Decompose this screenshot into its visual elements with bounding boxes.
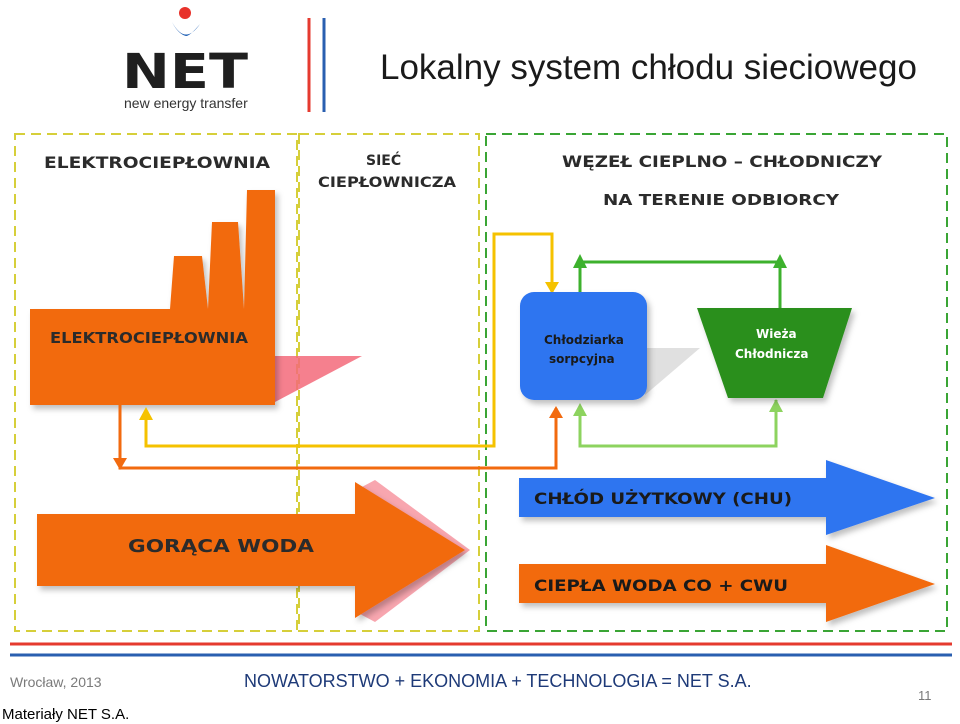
zone-node [485, 133, 948, 632]
logo-word: NET [122, 44, 248, 100]
footer-city-year: Wrocław, 2013 [10, 674, 102, 690]
hot-water-label: GORĄCA WODA [128, 536, 314, 557]
zone-node-title-line1: WĘZEŁ CIEPLNO – CHŁODNICZY [562, 152, 882, 171]
chiller-shadow [645, 348, 700, 395]
sorption-chiller [520, 292, 647, 400]
cooling-arrowhead-up-icon [573, 254, 587, 268]
zone-network-title-line1: SIEĆ [366, 151, 401, 169]
cooling-pipe-bottom [578, 400, 778, 448]
net-logo: NET new energy transfer [122, 7, 248, 111]
logo-dot-icon [179, 7, 191, 19]
page-number: 11 [918, 688, 932, 703]
logo-tagline: new energy transfer [124, 95, 248, 111]
page-title: Lokalny system chłodu sieciowego [380, 48, 917, 87]
zone-node-title-line2: NA TERENIE ODBIORCY [603, 191, 840, 209]
factory-icon [30, 190, 275, 405]
cold-arrow [519, 460, 935, 535]
cooling-arrowhead-up-2-icon [773, 254, 787, 268]
footer-copyright: Materiały NET S.A. [2, 706, 130, 723]
heat-arrow [519, 545, 935, 622]
supply-arrowhead-up-icon [139, 407, 153, 420]
supply-arrowhead-down-icon [545, 282, 559, 294]
zone-network-title-line2: CIEPŁOWNICZA [318, 175, 456, 191]
factory-label: ELEKTROCIEPŁOWNIA [50, 329, 248, 347]
cooling-tower [697, 308, 852, 398]
cooling-pipe-top [578, 260, 782, 308]
return-arrowhead-up-icon [549, 406, 563, 418]
footer-motto: NOWATORSTWO + EKONOMIA + TECHNOLOGIA = N… [244, 671, 752, 691]
chiller-label-line1: Chłodziarka [544, 333, 624, 347]
hot-water-arrow [37, 482, 465, 618]
cooling-arrowhead-up-4-icon [769, 399, 783, 412]
return-arrowhead-down-icon [113, 458, 127, 470]
supply-pipe [144, 232, 554, 448]
tower-label-line2: Chłodnicza [735, 347, 809, 361]
heat-label: CIEPŁA WODA CO + CWU [534, 576, 788, 595]
factory-shadow [275, 356, 362, 402]
tower-label-line1: Wieża [756, 327, 797, 341]
zone-plant-title: ELEKTROCIEPŁOWNIA [44, 153, 271, 172]
cooling-arrowhead-up-3-icon [573, 403, 587, 416]
return-pipe [118, 405, 558, 470]
chiller-label-line2: sorpcyjna [549, 352, 615, 366]
cold-label: CHŁÓD UŻYTKOWY (CHU) [534, 489, 792, 508]
